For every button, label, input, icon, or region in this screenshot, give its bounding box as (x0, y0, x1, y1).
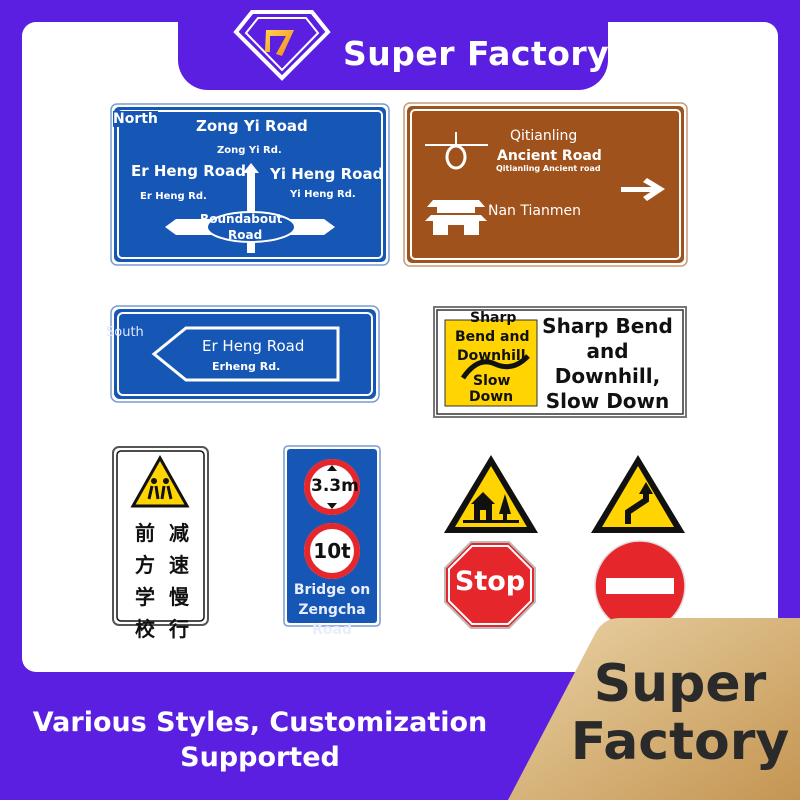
school-char: 学 (135, 585, 155, 609)
school-char: 速 (169, 553, 189, 577)
stop-sign (444, 541, 536, 629)
south-road-abbr: Erheng Rd. (212, 360, 281, 373)
bridge-name: Bridge on Zengcha Road (287, 580, 377, 640)
south-direction-sign (110, 305, 380, 403)
panel-line5: Down (469, 389, 514, 405)
school-zone-sign (112, 446, 209, 626)
school-char: 慢 (169, 585, 189, 609)
scenic-gate-label: Nan Tianmen (488, 203, 581, 219)
top-road-label: Zong Yi Road (196, 117, 308, 135)
village-warning-sign (444, 455, 538, 533)
scenic-line2: Ancient Road (497, 148, 602, 164)
school-char: 前 (135, 521, 155, 545)
curve-warning-icon (625, 492, 649, 524)
center-road-line2: Road (228, 228, 263, 242)
top-road-abbr: Zong Yi Rd. (217, 145, 282, 156)
curve-road-icon (460, 354, 530, 380)
sharp-bend-text-line3: Downhill, (554, 364, 661, 388)
tagline: Various Styles, Customization Supported (20, 705, 500, 775)
weight-limit-label: 10t (313, 539, 351, 563)
left-arrow-icon (151, 326, 340, 382)
right-arrow-icon (621, 178, 665, 201)
sharp-bend-text-line4: Slow Down (545, 389, 670, 413)
no-entry-icon (606, 578, 674, 594)
village-warning-icon (463, 492, 519, 523)
bridge-limit-sign (283, 445, 381, 627)
sharp-bend-sign (433, 306, 687, 418)
corner-title-line2: Factory (570, 712, 790, 772)
panel-line2: Bend and (455, 329, 530, 345)
no-entry-sign (594, 540, 686, 632)
scenic-line3: Qitianling Ancient road (496, 164, 601, 173)
school-chars-grid: 前 减 方 速 学 慢 校 行 (128, 517, 198, 642)
corner-title: Super Factory (560, 655, 800, 771)
scenic-sign (403, 102, 688, 267)
south-road-label: Er Heng Road (202, 337, 305, 355)
school-char: 校 (135, 617, 155, 641)
stop-label: Stop (454, 566, 526, 597)
sharp-bend-text: Sharp Bend and Downhill, Slow Down (540, 314, 675, 414)
sharp-bend-text-line1: Sharp Bend (542, 314, 673, 338)
height-limit-ring (304, 459, 360, 515)
weight-limit-ring (304, 523, 360, 579)
scenic-line1: Qitianling (510, 128, 578, 144)
panel-line3: Downhill (457, 348, 526, 364)
bridge-line3: Road (312, 622, 352, 638)
left-road-abbr: Er Heng Rd. (140, 191, 207, 202)
bridge-line2: Zengcha (298, 602, 366, 618)
tagline-line2: Supported (180, 742, 340, 773)
south-label: South (106, 325, 144, 340)
right-road-label: Yi Heng Road (270, 165, 384, 183)
sharp-bend-text-line2: and (586, 339, 629, 363)
pavilion-icon (425, 132, 488, 170)
curve-warning-sign (591, 455, 685, 533)
panel-line1: Sharp (470, 310, 517, 326)
corner-title-line1: Super (593, 654, 767, 714)
tagline-line1: Various Styles, Customization (32, 707, 488, 738)
left-road-label: Er Heng Road (131, 162, 246, 180)
north-label: North (113, 111, 158, 127)
school-char: 行 (169, 617, 189, 641)
brand-title: Super Factory (343, 34, 610, 73)
school-char: 减 (169, 521, 189, 545)
center-road-line1: Roundabout (200, 212, 283, 226)
diamond-logo-icon (233, 10, 331, 81)
bridge-line1: Bridge on (293, 582, 371, 598)
height-limit-label: 3.3m (311, 476, 359, 496)
school-char: 方 (135, 553, 155, 577)
children-crossing-icon (130, 454, 190, 508)
intersection-sign (110, 103, 390, 266)
panel-line4: Slow (473, 373, 511, 389)
tianmen-gate-icon (425, 200, 487, 235)
right-road-abbr: Yi Heng Rd. (290, 189, 356, 200)
